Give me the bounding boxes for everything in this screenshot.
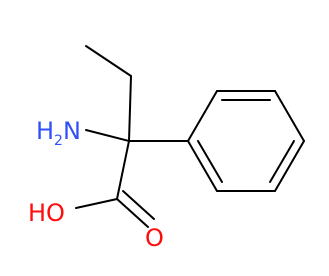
carbonyl-oxygen-label: O [145,224,164,252]
amine-subscript: 2 [54,133,63,149]
bond-carboxyl-hydroxyl [75,198,118,209]
ring-double-bond-inner [197,140,223,183]
bond-methyl-methylene [85,45,132,77]
bond-quaternary-carbon-carboxyl [116,140,130,200]
bond-carboxyl-carbonyl-oxygen-second [122,190,155,220]
amine-nitrogen: N [63,117,81,145]
amine-hydrogen: H [36,117,54,145]
ring-bond [187,90,218,142]
bond-methylene-quaternary-carbon [128,75,132,142]
ring-bond [187,140,218,192]
ring-double-bond-inner [269,140,295,183]
amine-label: H2N [36,117,81,149]
ring-bond [274,140,305,192]
phenyl-ring [187,90,305,192]
ring-bond [274,90,305,142]
hydroxyl-label: HO [28,199,65,227]
bond-carboxyl-carbonyl-oxygen [116,198,149,228]
bond-quaternary-carbon-nitrogen [85,129,130,142]
